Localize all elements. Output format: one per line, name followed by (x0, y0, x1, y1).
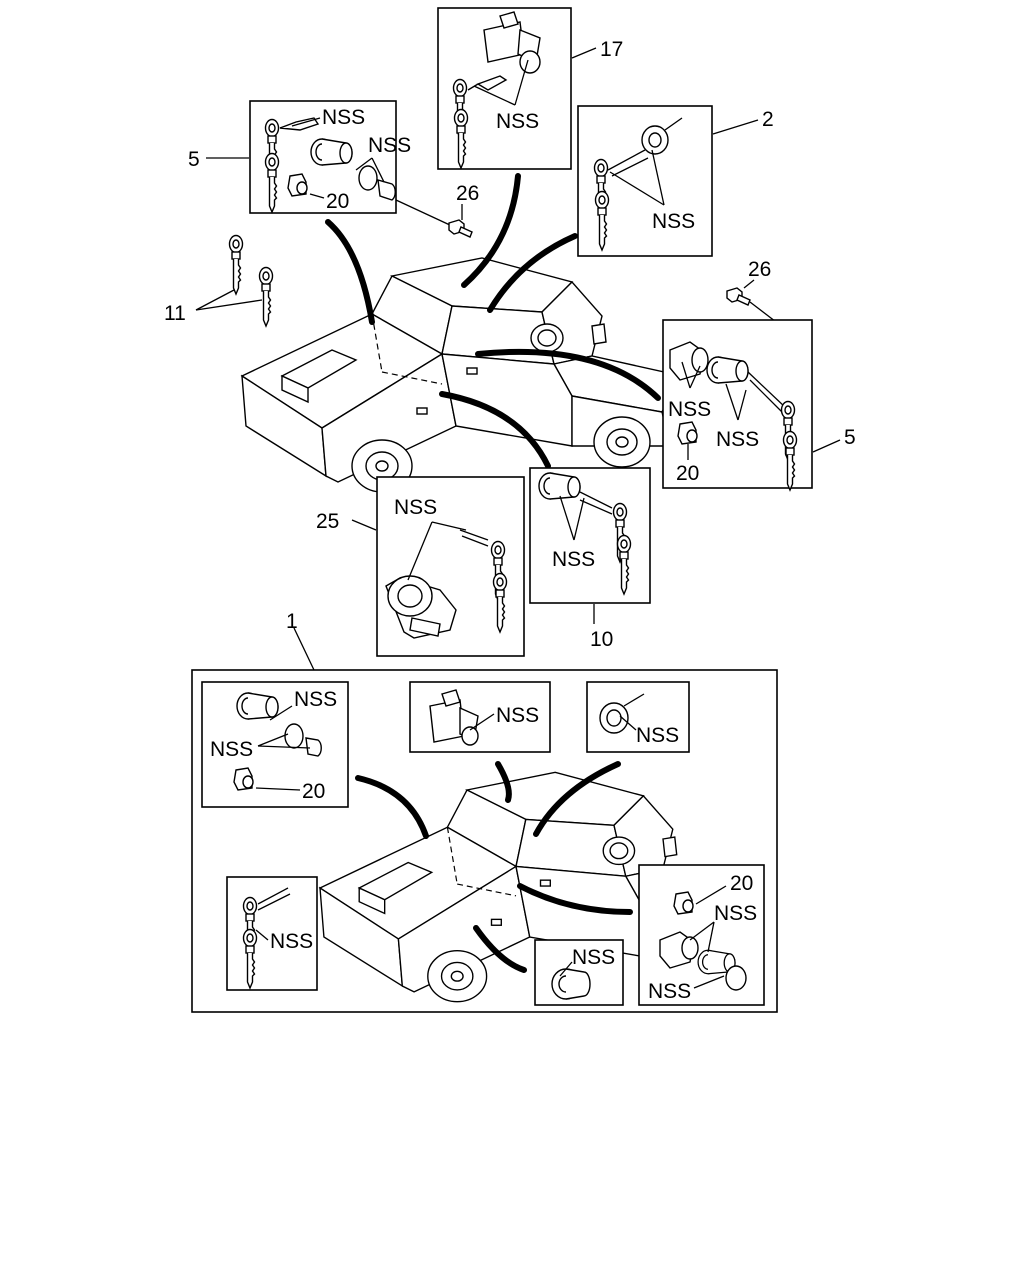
upper-curved-leaders (325, 173, 661, 469)
nss-label: NSS (652, 210, 695, 233)
box-part-17-tailgate-lock: NSS (437, 7, 572, 170)
kit-box-side-door-cylinder: NSS (534, 939, 624, 1006)
nss-label: NSS (210, 738, 253, 761)
box-part-5-left-door-lock-set: NSS NSS 20 (249, 100, 411, 214)
leader-25 (351, 519, 377, 531)
nss-label: NSS (552, 548, 595, 571)
nss-label: NSS (322, 106, 365, 129)
nss-label: NSS (716, 428, 759, 451)
nss-label: NSS (714, 902, 757, 925)
box-part-10-side-door-lock: NSS (529, 467, 651, 604)
leader-2 (712, 119, 759, 135)
callout-5-right: 5 (844, 426, 856, 449)
callout-10: 10 (590, 628, 613, 651)
nss-label: NSS (394, 496, 437, 519)
nss-label: NSS (636, 724, 679, 747)
kit-box-door-lock-set: NSS NSS 20 (201, 681, 349, 808)
kit-curved-leaders (355, 761, 633, 973)
nss-label: NSS (496, 704, 539, 727)
callout-17: 17 (600, 38, 623, 61)
leader-17 (571, 47, 597, 59)
kit-box-keys: NSS (226, 876, 318, 991)
callout-25: 25 (316, 510, 339, 533)
nss-label: NSS (668, 398, 711, 421)
kit-box-fuel-lid: NSS (586, 681, 690, 753)
leader-1 (293, 627, 315, 671)
nss-label: NSS (294, 688, 337, 711)
callout-20: 20 (302, 780, 325, 803)
box-part-5-right-door-lock-set: NSS NSS 20 (662, 319, 813, 491)
nss-label: NSS (496, 110, 539, 133)
callout-2: 2 (762, 108, 774, 131)
leader-5-right (812, 439, 841, 453)
callout-20: 20 (730, 872, 753, 895)
bolt-part-26-top: 26 (395, 182, 479, 238)
kit-box-tailgate-lock: NSS (409, 681, 551, 753)
callout-20: 20 (326, 190, 349, 213)
callout-26: 26 (456, 182, 479, 205)
keys-part-11: 11 (164, 234, 274, 327)
nss-label: NSS (648, 980, 691, 1003)
nss-label: NSS (368, 134, 411, 157)
nss-label: NSS (572, 946, 615, 969)
callout-26: 26 (748, 258, 771, 281)
box-part-2-fuel-lid-lock: NSS (577, 105, 713, 257)
callout-1: 1 (286, 610, 298, 633)
box-part-25-fuel-cap: NSS (376, 476, 525, 657)
nss-label: NSS (270, 930, 313, 953)
callout-5-left: 5 (188, 148, 200, 171)
callout-20: 20 (676, 462, 699, 485)
callout-11: 11 (164, 302, 186, 325)
kit-box-right-door-lock: 20 NSS NSS (638, 864, 765, 1006)
